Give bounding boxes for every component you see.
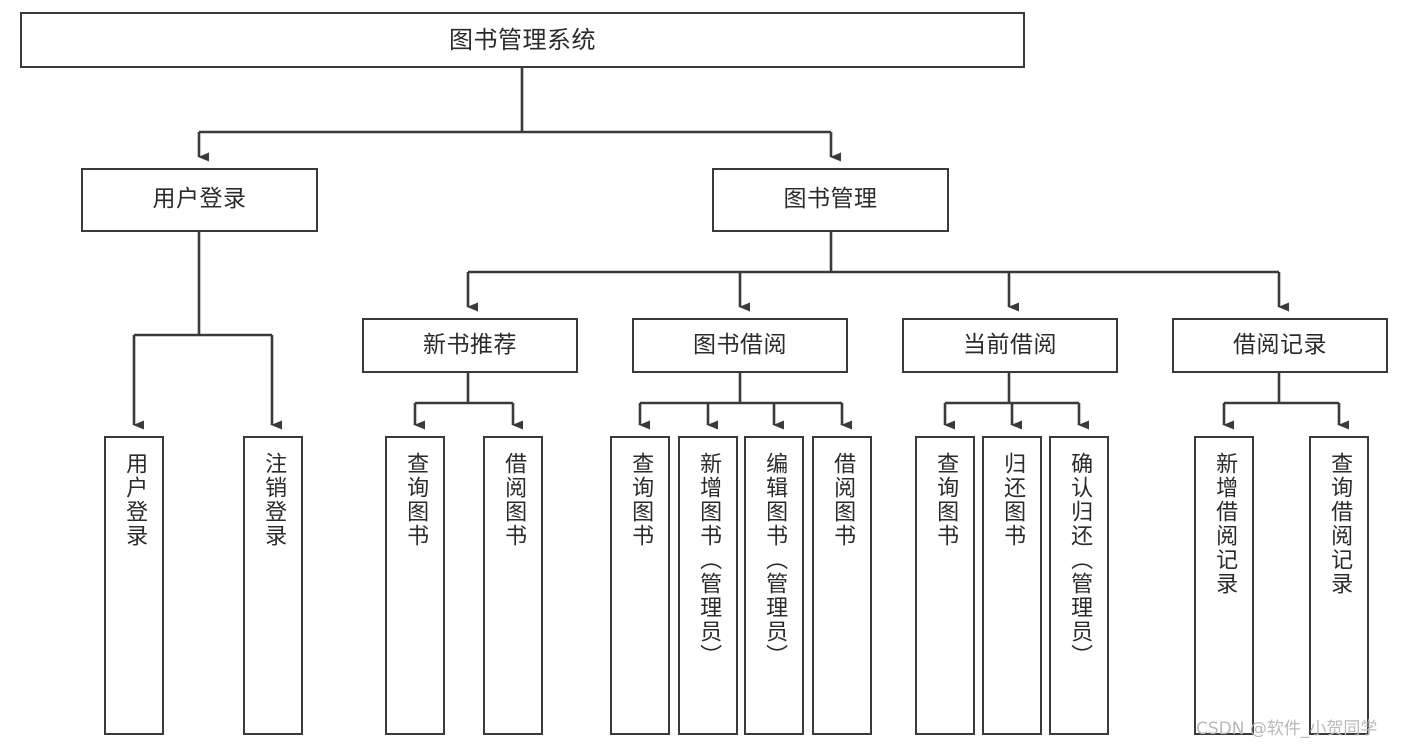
node-leaf-add-borrow-record[interactable]: 新增借阅记录: [1194, 436, 1254, 735]
node-root-label: 图书管理系统: [449, 25, 596, 54]
node-leaf-logout[interactable]: 注销登录: [243, 436, 303, 735]
node-leaf-logout-label: 注销登录: [261, 452, 287, 548]
node-leaf-query-borrow-record-label: 查询借阅记录: [1327, 452, 1353, 596]
csdn-watermark: CSDN @软件_小贺同学: [1196, 719, 1378, 739]
node-leaf-borrow-book-bb-label: 借阅图书: [830, 452, 856, 548]
node-borrow-record-label: 借阅记录: [1233, 331, 1327, 358]
node-leaf-borrow-book-nb-label: 借阅图书: [501, 452, 527, 548]
node-user-login[interactable]: 用户登录: [81, 168, 318, 232]
node-book-borrow[interactable]: 图书借阅: [632, 318, 848, 373]
node-leaf-return-book[interactable]: 归还图书: [982, 436, 1042, 735]
node-user-login-label: 用户登录: [152, 186, 247, 213]
node-leaf-add-borrow-record-label: 新增借阅记录: [1212, 452, 1238, 596]
node-book-management[interactable]: 图书管理: [712, 168, 949, 232]
node-book-management-label: 图书管理: [783, 186, 878, 213]
node-leaf-query-book-cb-label: 查询图书: [933, 452, 959, 548]
node-borrow-record[interactable]: 借阅记录: [1172, 318, 1388, 373]
node-leaf-borrow-book-bb[interactable]: 借阅图书: [812, 436, 872, 735]
node-leaf-add-book[interactable]: 新增图书（管理员）: [678, 436, 738, 735]
node-new-book-recommend-label: 新书推荐: [423, 331, 517, 358]
node-leaf-borrow-book-nb[interactable]: 借阅图书: [483, 436, 543, 735]
node-leaf-query-book-bb[interactable]: 查询图书: [610, 436, 670, 735]
node-leaf-edit-book[interactable]: 编辑图书（管理员）: [744, 436, 804, 735]
node-leaf-user-login-label: 用户登录: [122, 452, 148, 548]
node-leaf-add-book-label: 新增图书（管理员）: [696, 452, 722, 668]
node-current-borrow[interactable]: 当前借阅: [902, 318, 1118, 373]
node-leaf-query-book-bb-label: 查询图书: [628, 452, 654, 548]
node-leaf-query-book-cb[interactable]: 查询图书: [915, 436, 975, 735]
node-leaf-query-borrow-record[interactable]: 查询借阅记录: [1309, 436, 1369, 735]
node-book-borrow-label: 图书借阅: [693, 331, 787, 358]
node-leaf-return-book-label: 归还图书: [1000, 452, 1026, 548]
node-leaf-edit-book-label: 编辑图书（管理员）: [762, 452, 788, 668]
node-new-book-recommend[interactable]: 新书推荐: [362, 318, 578, 373]
node-leaf-user-login[interactable]: 用户登录: [104, 436, 164, 735]
node-current-borrow-label: 当前借阅: [963, 331, 1057, 358]
node-root[interactable]: 图书管理系统: [20, 12, 1025, 68]
node-leaf-confirm-return[interactable]: 确认归还（管理员）: [1049, 436, 1109, 735]
node-leaf-query-book-nb-label: 查询图书: [403, 452, 429, 548]
node-leaf-query-book-nb[interactable]: 查询图书: [385, 436, 445, 735]
node-leaf-confirm-return-label: 确认归还（管理员）: [1067, 452, 1093, 668]
